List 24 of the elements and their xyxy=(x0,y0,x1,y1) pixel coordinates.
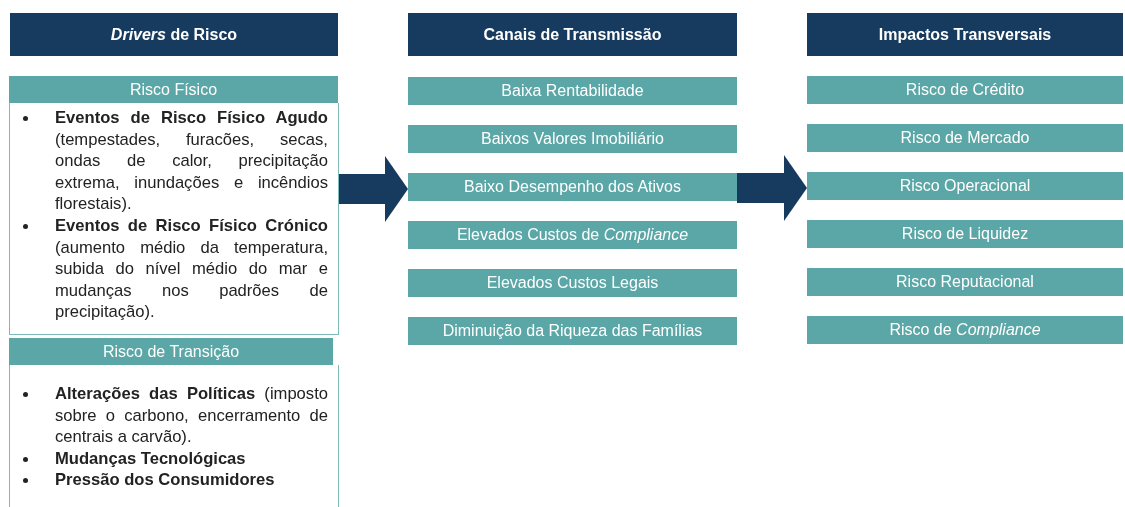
block-arrow xyxy=(339,156,408,222)
bullet-text: Eventos de Risco Físico Agudo (tempestades, furacões, secas, ondas de calor, precipitação extrema, inundações e incêndios florestais). xyxy=(55,107,328,215)
column-header: Impactos Transversais xyxy=(807,13,1123,56)
block-arrow xyxy=(737,155,807,221)
column-header: Canais de Transmissão xyxy=(408,13,737,56)
box-label: Risco Reputacional xyxy=(807,268,1123,296)
box-label: Risco de Crédito xyxy=(807,76,1123,104)
bullet-text: Eventos de Risco Físico Crónico (aumento médio da temperatura, subida do nível médio do mar e mudanças nos padrões de precipitação). xyxy=(55,214,328,323)
box-label: Risco Operacional xyxy=(807,172,1123,200)
box-label: Diminuição da Riqueza das Famílias xyxy=(408,317,737,345)
bullet-text: Mudanças Tecnológicas xyxy=(55,447,247,470)
box-label: Risco de Mercado xyxy=(807,124,1123,152)
box-label: Elevados Custos Legais xyxy=(408,269,737,297)
box-label: Risco de Liquidez xyxy=(807,220,1123,248)
box-label: Baixo Desempenho dos Ativos xyxy=(408,173,737,201)
box-label: Baixa Rentabilidade xyxy=(408,77,737,105)
bullet-text: Alterações das Políticas (imposto sobre o carbono, encerramento de centrais a carvão). xyxy=(55,383,328,448)
box-label: Elevados Custos de Compliance xyxy=(408,221,737,249)
box-label: Baixos Valores Imobiliário xyxy=(408,125,737,153)
box-label: Risco de Compliance xyxy=(807,316,1123,344)
column-header: Drivers de Risco xyxy=(10,13,338,56)
section-header: Risco de Transição xyxy=(9,338,333,365)
bullet-text: Pressão dos Consumidores xyxy=(55,469,276,491)
section-header: Risco Físico xyxy=(9,76,338,103)
